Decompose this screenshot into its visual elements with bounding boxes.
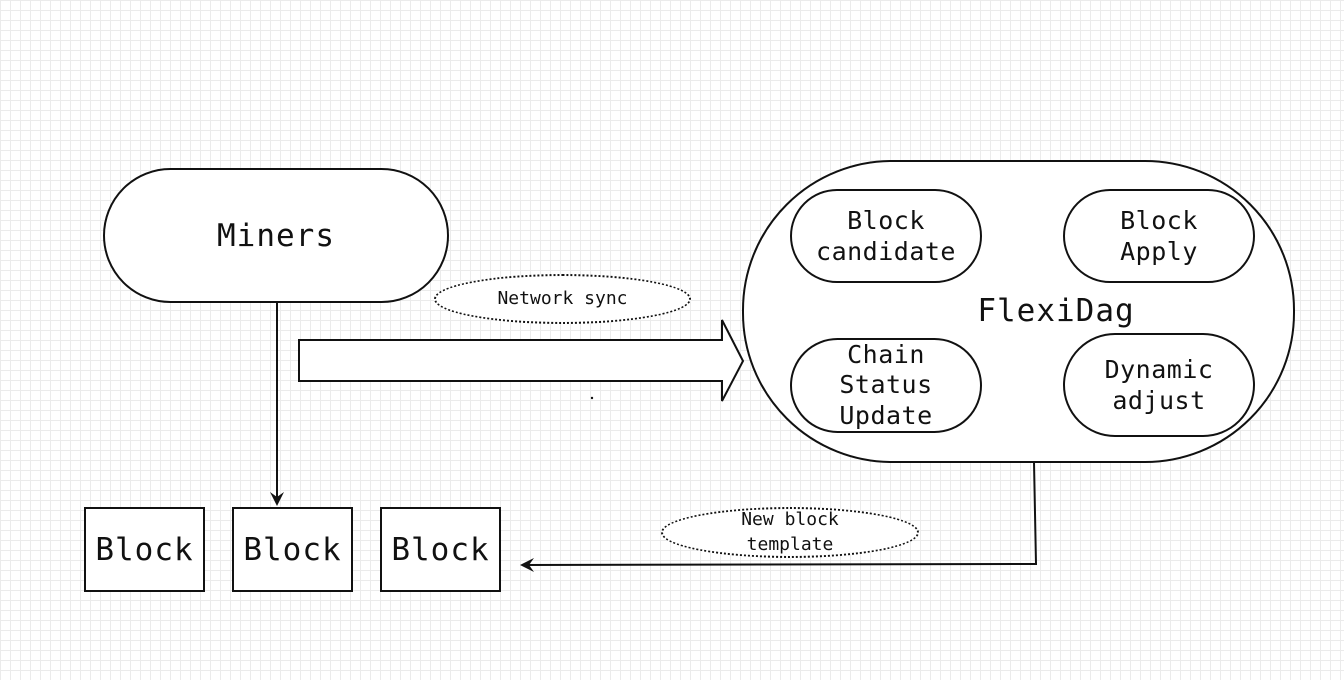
new-block-template-label-bubble: New block template	[661, 507, 919, 558]
new-block-template-label: New block template	[741, 509, 839, 555]
dynamic-adjust-node: Dynamic adjust	[1063, 333, 1255, 437]
dynamic-adjust-label: Dynamic adjust	[1104, 354, 1214, 415]
chain-status-update-node: Chain Status Update	[790, 338, 982, 433]
miners-node: Miners	[103, 168, 449, 303]
stray-dot	[590, 396, 594, 400]
block-candidate-label: Block candidate	[816, 205, 956, 266]
block-candidate-node: Block candidate	[790, 189, 982, 283]
block-label: Block	[391, 531, 490, 568]
chain-status-update-label: Chain Status Update	[839, 339, 933, 430]
block-apply-node: Block Apply	[1063, 189, 1255, 283]
block-node: Block	[380, 507, 501, 592]
block-apply-label: Block Apply	[1120, 205, 1198, 266]
block-node: Block	[232, 507, 353, 592]
network-sync-label-bubble: Network sync	[434, 274, 691, 324]
block-label: Block	[243, 531, 342, 568]
block-label: Block	[95, 531, 194, 568]
block-node: Block	[84, 507, 205, 592]
network-sync-label: Network sync	[497, 287, 628, 309]
network-sync-block-arrow	[298, 319, 745, 402]
flexidag-to-blocks-arrow	[520, 461, 1038, 572]
miners-label: Miners	[217, 217, 335, 254]
flexidag-label: FlexiDag	[977, 293, 1135, 329]
